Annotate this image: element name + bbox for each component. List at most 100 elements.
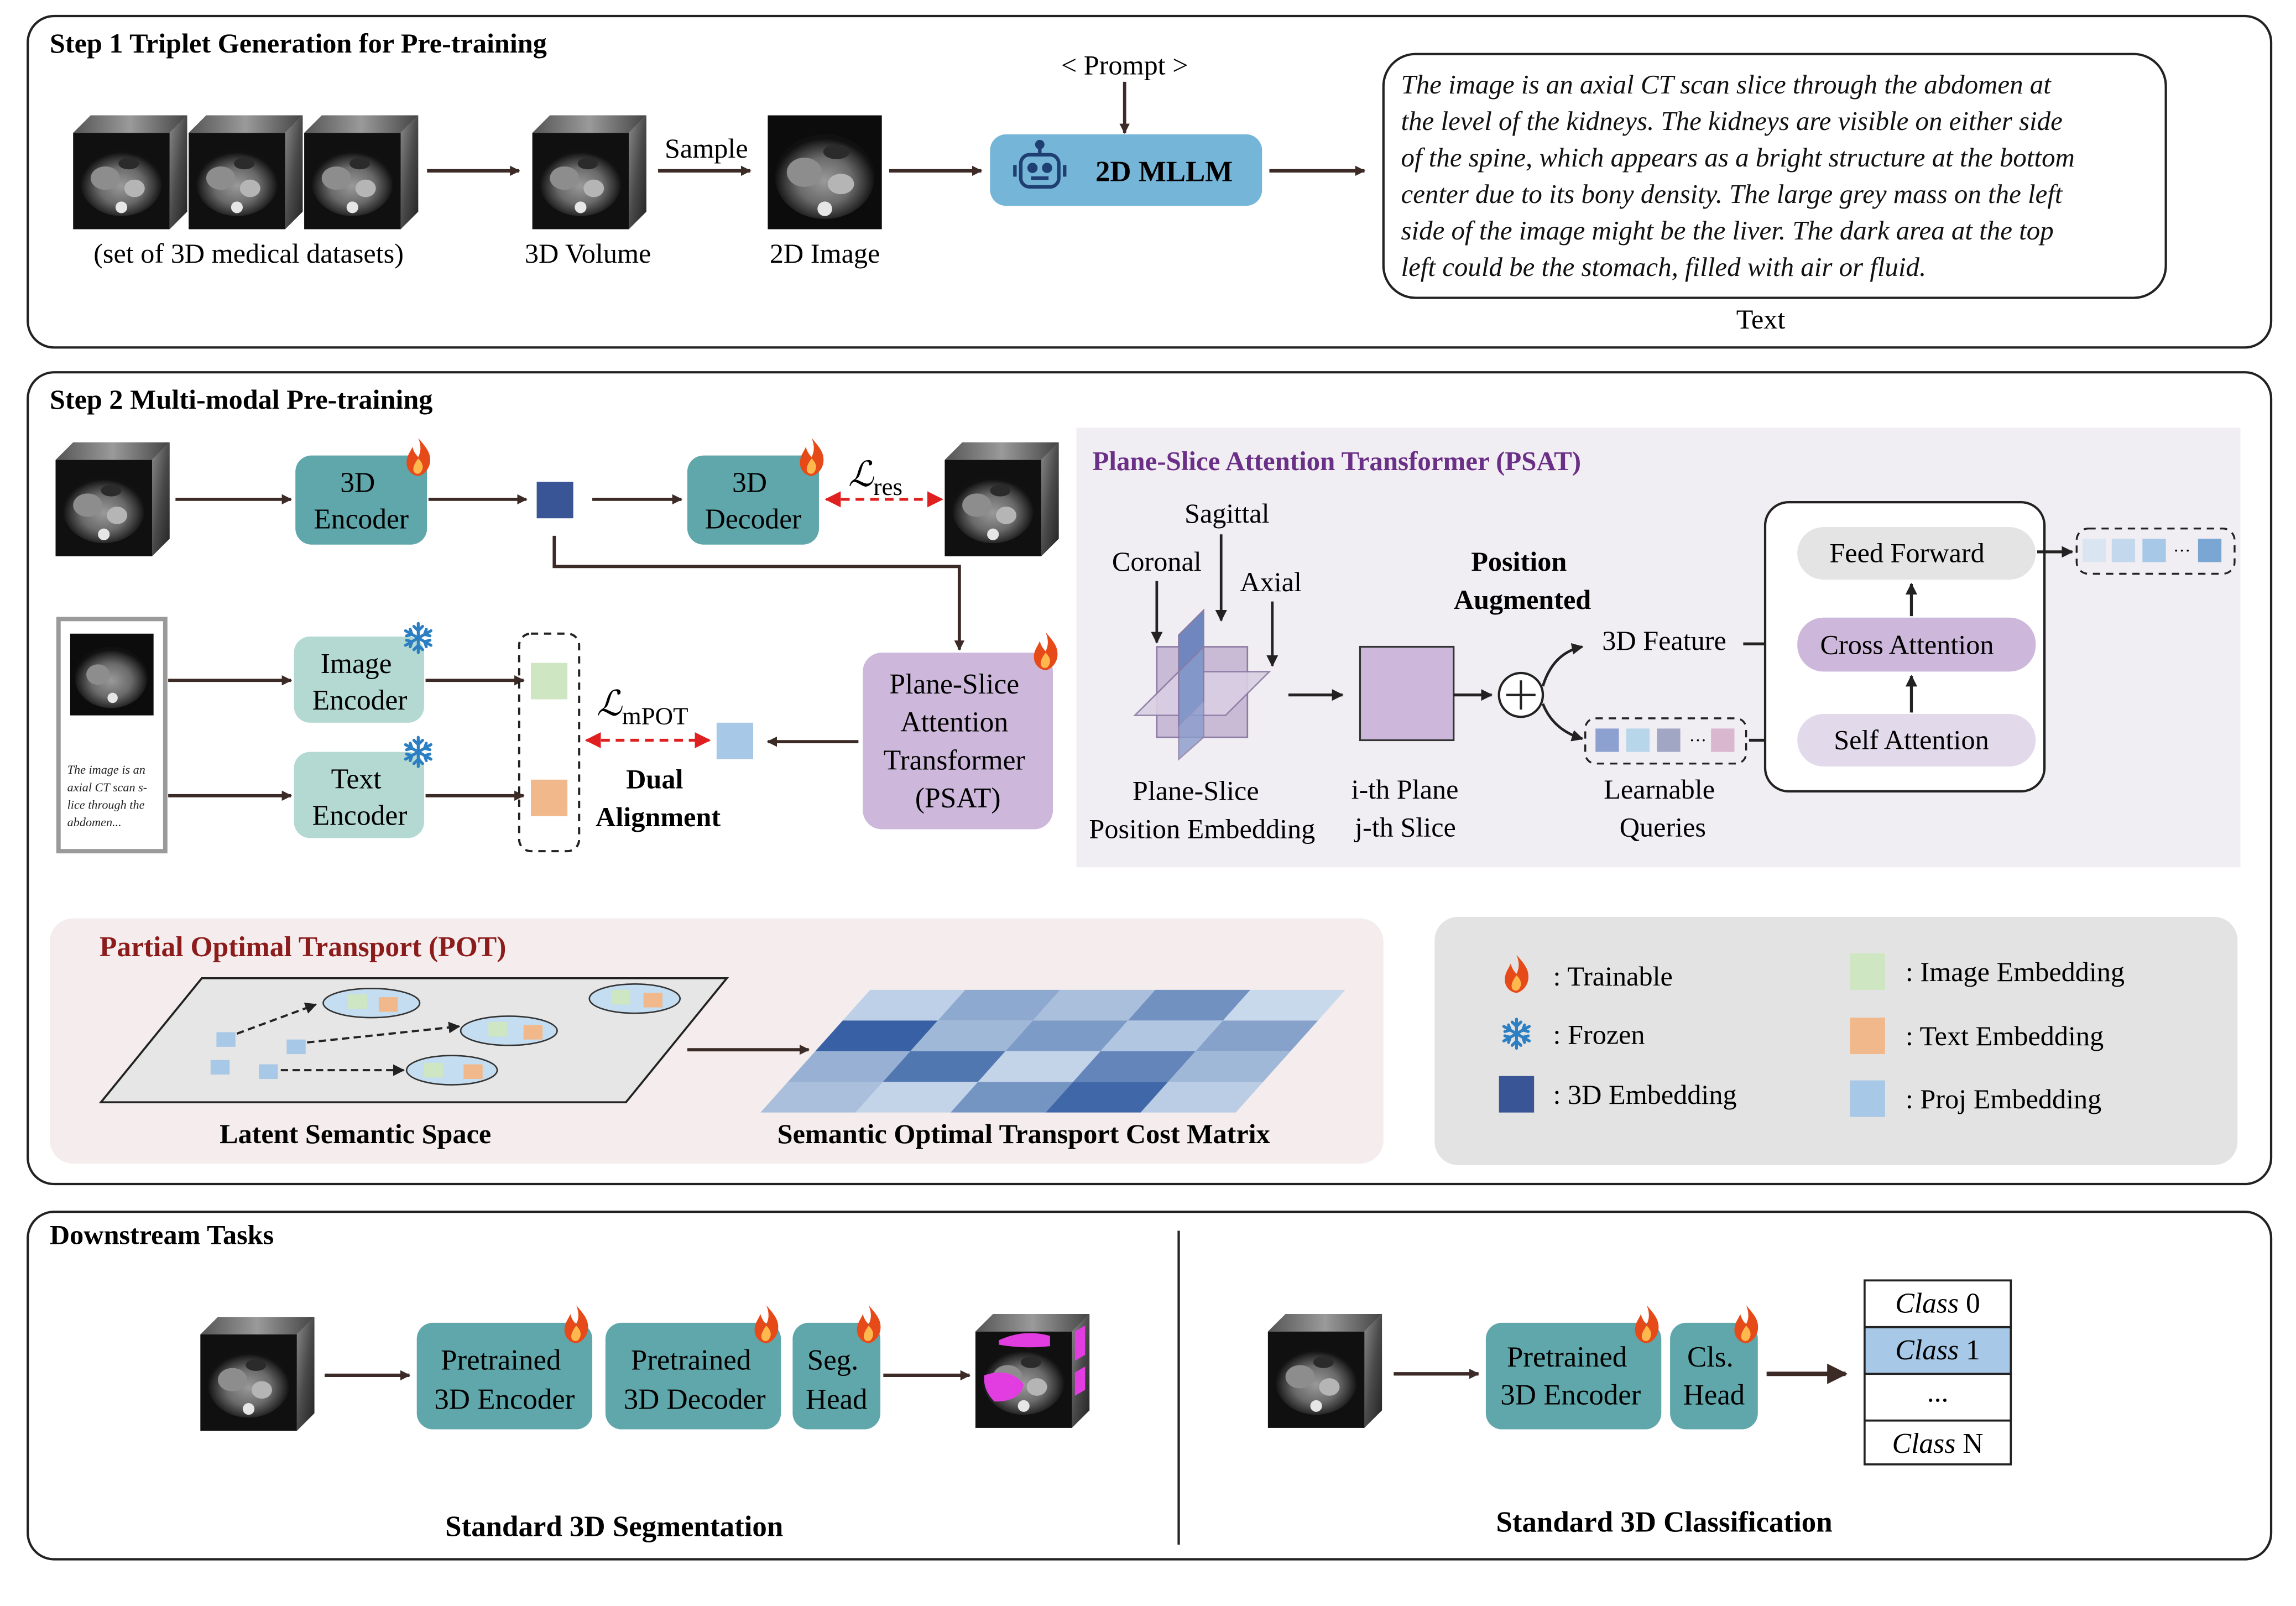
cost-matrix-cell <box>1140 1082 1264 1113</box>
legend-panel <box>1434 916 2238 1165</box>
image-text-document: The image is an axial CT scan s- lice th… <box>56 617 168 854</box>
legend-trainable: : Trainable <box>1553 961 1673 992</box>
svg-text:The image is an: The image is an <box>67 763 145 776</box>
cost-matrix-cell <box>937 989 1061 1021</box>
cost-matrix-cell <box>1195 1020 1318 1051</box>
svg-text:side of the image might be the: side of the image might be the liver. Th… <box>1401 215 2054 246</box>
feed-forward-label: Feed Forward <box>1829 537 1984 568</box>
cost-matrix-cell <box>760 1082 883 1113</box>
text-embedding-square <box>530 779 568 816</box>
svg-text:···: ··· <box>1689 731 1707 750</box>
matrix-caption: Semantic Optimal Transport Cost Matrix <box>777 1118 1270 1149</box>
seg-input-volume <box>200 1317 315 1431</box>
flame-icon <box>1034 632 1058 670</box>
cost-matrix-cell <box>1073 1051 1196 1082</box>
self-attention-box <box>1797 713 2036 766</box>
legend-3d-swatch <box>1499 1076 1535 1113</box>
cost-matrix-cell <box>883 1051 1006 1082</box>
cost-matrix-cell <box>815 1020 938 1051</box>
cost-matrix-cell <box>1100 1020 1223 1051</box>
output-tokens: ··· <box>2075 527 2236 575</box>
reconstructed-volume <box>945 442 1059 556</box>
image-embedding-square <box>530 663 568 700</box>
svg-text:center due to its bony density: center due to its bony density. The larg… <box>1401 179 2063 209</box>
downstream-panel <box>27 1211 2273 1561</box>
flame-icon <box>406 438 430 476</box>
seg-head-box <box>792 1322 881 1430</box>
psat-title: Plane-Slice Attention Transformer (PSAT) <box>1093 446 1582 476</box>
image-encoder-box <box>294 637 424 723</box>
mllm-label: 2D MLLM <box>1095 155 1233 187</box>
mllm-box <box>990 134 1262 206</box>
svg-text:left could be the stomach, fil: left could be the stomach, filled with a… <box>1401 252 1927 282</box>
cls-head-label: Cls. Head <box>1683 1341 1745 1411</box>
seg-encoder-box <box>416 1322 593 1430</box>
decoder-3d-box <box>687 455 819 545</box>
svg-text:lice through the: lice through the <box>67 798 145 812</box>
image-caption: 2D Image <box>770 238 880 269</box>
embedding-caption: Plane-Slice Position Embedding <box>1089 775 1315 844</box>
cost-matrix-cell <box>978 1051 1101 1082</box>
feature-3d-label: 3D Feature <box>1602 625 1726 656</box>
psat-detail-panel <box>1076 427 2241 868</box>
image-encoder-label: Image Encoder <box>312 648 408 716</box>
step1-panel <box>27 14 2273 349</box>
loss-mpot-label: ℒmPOT <box>597 684 688 730</box>
decoder-3d-label: 3D Decoder <box>705 467 802 535</box>
text-encoder-box <box>294 752 424 838</box>
class-item: Class N <box>1892 1428 1984 1459</box>
cls-encoder-box <box>1485 1322 1662 1430</box>
plane-slice-cube <box>1133 608 1271 761</box>
position-augmented-label: Position Augmented <box>1454 546 1591 615</box>
learnable-queries: ··· <box>1584 717 1747 765</box>
cost-matrix-cell <box>910 1020 1033 1051</box>
plus-operator-icon <box>1497 671 1544 718</box>
loss-res-label: ℒres <box>848 455 902 500</box>
step2-panel <box>27 371 2273 1186</box>
prompt-label: < Prompt > <box>1061 50 1188 81</box>
class-item: ... <box>1927 1376 1949 1408</box>
ct-slice-2d-image <box>768 115 882 230</box>
class-item: Class 1 <box>1895 1334 1980 1366</box>
dataset-volumes <box>73 115 419 230</box>
cross-attention-label: Cross Attention <box>1820 629 1994 660</box>
proj-embedding-square <box>716 722 753 759</box>
psat-box-label: Plane-Slice Attention Transformer (PSAT) <box>884 669 1032 814</box>
flame-icon <box>857 1305 881 1343</box>
embedding-group <box>518 632 581 853</box>
volume-3d-image <box>532 115 646 230</box>
embedding-3d-square <box>536 482 573 519</box>
generated-text-box <box>1382 53 2167 299</box>
legend-proj-embedding: : Proj Embedding <box>1906 1083 2101 1114</box>
seg-caption: Standard 3D Segmentation <box>445 1510 783 1542</box>
seg-head-label: Seg. Head <box>806 1344 868 1415</box>
pot-title: Partial Optimal Transport (POT) <box>100 931 507 963</box>
seg-decoder-box <box>605 1322 781 1430</box>
sample-label: Sample <box>665 133 748 164</box>
latent-semantic-space <box>98 977 729 1104</box>
class-item: Class 0 <box>1895 1287 1980 1319</box>
latent-caption: Latent Semantic Space <box>220 1118 491 1149</box>
cost-matrix-cell <box>855 1082 978 1113</box>
cost-matrix-cell <box>950 1082 1073 1113</box>
cls-caption: Standard 3D Classification <box>1496 1506 1832 1538</box>
cls-head-box <box>1670 1322 1758 1430</box>
input-volume <box>55 442 170 556</box>
text-encoder-label: Text Encoder <box>312 764 408 832</box>
volume-caption: 3D Volume <box>525 238 651 269</box>
cost-matrix-cell <box>1032 989 1156 1021</box>
svg-text:axial CT scan s-: axial CT scan s- <box>67 780 148 794</box>
legend-frozen: : Frozen <box>1553 1019 1645 1050</box>
cost-matrix <box>760 989 1346 1113</box>
robot-icon <box>1013 139 1067 189</box>
flame-icon <box>1734 1305 1758 1343</box>
downstream-title: Downstream Tasks <box>50 1219 274 1250</box>
svg-text:The image is an axial CT scan: The image is an axial CT scan slice thro… <box>1401 69 2052 100</box>
self-attention-label: Self Attention <box>1834 724 1989 755</box>
axial-label: Axial <box>1240 566 1302 597</box>
cost-matrix-cell <box>1223 989 1346 1021</box>
flame-icon <box>1635 1305 1659 1343</box>
plane-slice-feature <box>1359 645 1455 742</box>
seg-encoder-label: Pretrained 3D Encoder <box>434 1344 575 1415</box>
